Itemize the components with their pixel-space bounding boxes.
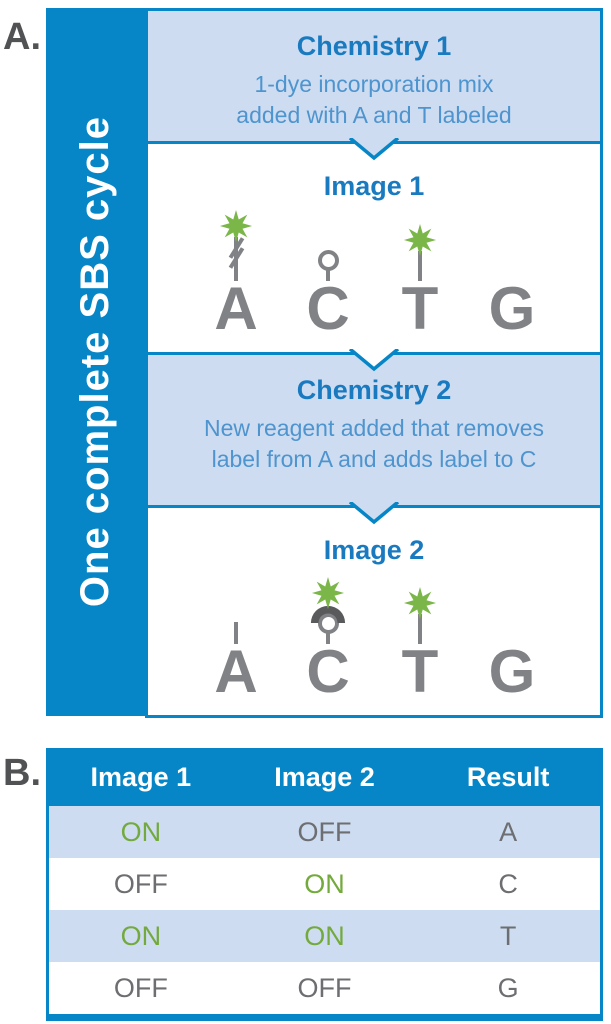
linker-stem [326,267,330,281]
signal-cell: OFF [113,868,168,899]
linker-stem [326,628,330,644]
chemistry-2-title: Chemistry 2 [296,375,452,405]
signal-cell: ON [304,868,345,899]
nucleotide-letter: C [306,638,350,705]
nucleotide-A: A [206,622,266,705]
quencher-arc-icon [310,605,346,623]
flow-arrow-down-icon [348,502,400,525]
result-cell: G [497,972,519,1003]
result-table: Image 1 Image 2 Result ON OFF A OFF ON C ON ON T OF… [46,748,603,1021]
signal-cell: OFF [113,972,168,1003]
nucleotide-letter: G [488,275,536,342]
marker-stem [208,622,264,644]
flow-arrow-down-icon [348,138,400,161]
marker-star [392,223,448,281]
nucleotide-G: G [482,638,542,705]
linker-stem [418,614,422,644]
nucleotide-letter: T [401,275,439,342]
signal-cell: ON [120,920,162,951]
unlabeled-circle-icon [318,250,339,271]
column-header: Result [466,761,550,792]
linker-stem [418,251,422,281]
nucleotide-G: G [482,275,542,342]
chemistry-1-box: Chemistry 1 1-dye incorporation mix adde… [145,8,603,161]
panel-a-flow: Chemistry 1 1-dye incorporation mix adde… [145,8,603,718]
sidebar-label: One complete SBS cycle [73,116,117,608]
nucleotide-C: C [298,250,358,342]
image-2-title: Image 2 [323,535,425,565]
chemistry-1-description: 1-dye incorporation mix added with A and… [236,71,512,129]
column-header: Image 2 [274,761,375,792]
table-row: OFF OFF G [49,962,600,1014]
nucleotide-T: T [390,223,450,342]
signal-cell: OFF [297,816,352,847]
dye-star-icon [403,586,437,620]
chemistry-2-box: Chemistry 2 New reagent added that remov… [145,352,603,525]
nucleotide-C: C [298,576,358,705]
table-row: ON ON T [49,910,600,962]
marker-circle [300,250,356,281]
marker-star [392,586,448,644]
table-row: ON OFF A [49,806,600,858]
chemistry-1-title: Chemistry 1 [296,31,452,61]
linker-stem [234,622,238,644]
panel-a-label: A. [3,16,41,58]
unlabeled-circle-icon [318,613,339,634]
nucleotide-A: A [206,209,266,342]
nucleotide-T: T [390,586,450,705]
panel-b-label: B. [3,752,41,794]
flow-arrow-down-icon [348,349,400,372]
signal-cell: OFF [297,972,352,1003]
result-cell: C [498,868,518,899]
result-cell: A [499,816,518,847]
image-1-title: Image 1 [323,171,425,201]
nucleotide-letter: C [306,275,350,342]
dye-star-icon [219,209,253,243]
nucleotide-letter: A [214,275,258,342]
result-table-body: ON OFF A OFF ON C ON ON T OFF OFF G [49,806,600,1014]
column-header: Image 1 [90,761,192,792]
marker-star-arc-circle [300,576,356,644]
nucleotide-letter: G [488,638,536,705]
chemistry-2-description: New reagent added that removes label fro… [203,415,545,473]
marker-star-slash [208,209,264,281]
result-cell: T [499,920,517,951]
signal-cell: ON [304,920,345,951]
table-row: OFF ON C [49,858,600,910]
nucleotide-letter: A [214,638,258,705]
dye-star-icon [311,576,345,610]
nucleotide-letter: T [401,638,439,705]
dye-star-icon [403,223,437,257]
sbs-cycle-sidebar: One complete SBS cycle [46,8,145,716]
signal-cell: ON [120,816,162,847]
result-table-header: Image 1 Image 2 Result [49,748,600,806]
